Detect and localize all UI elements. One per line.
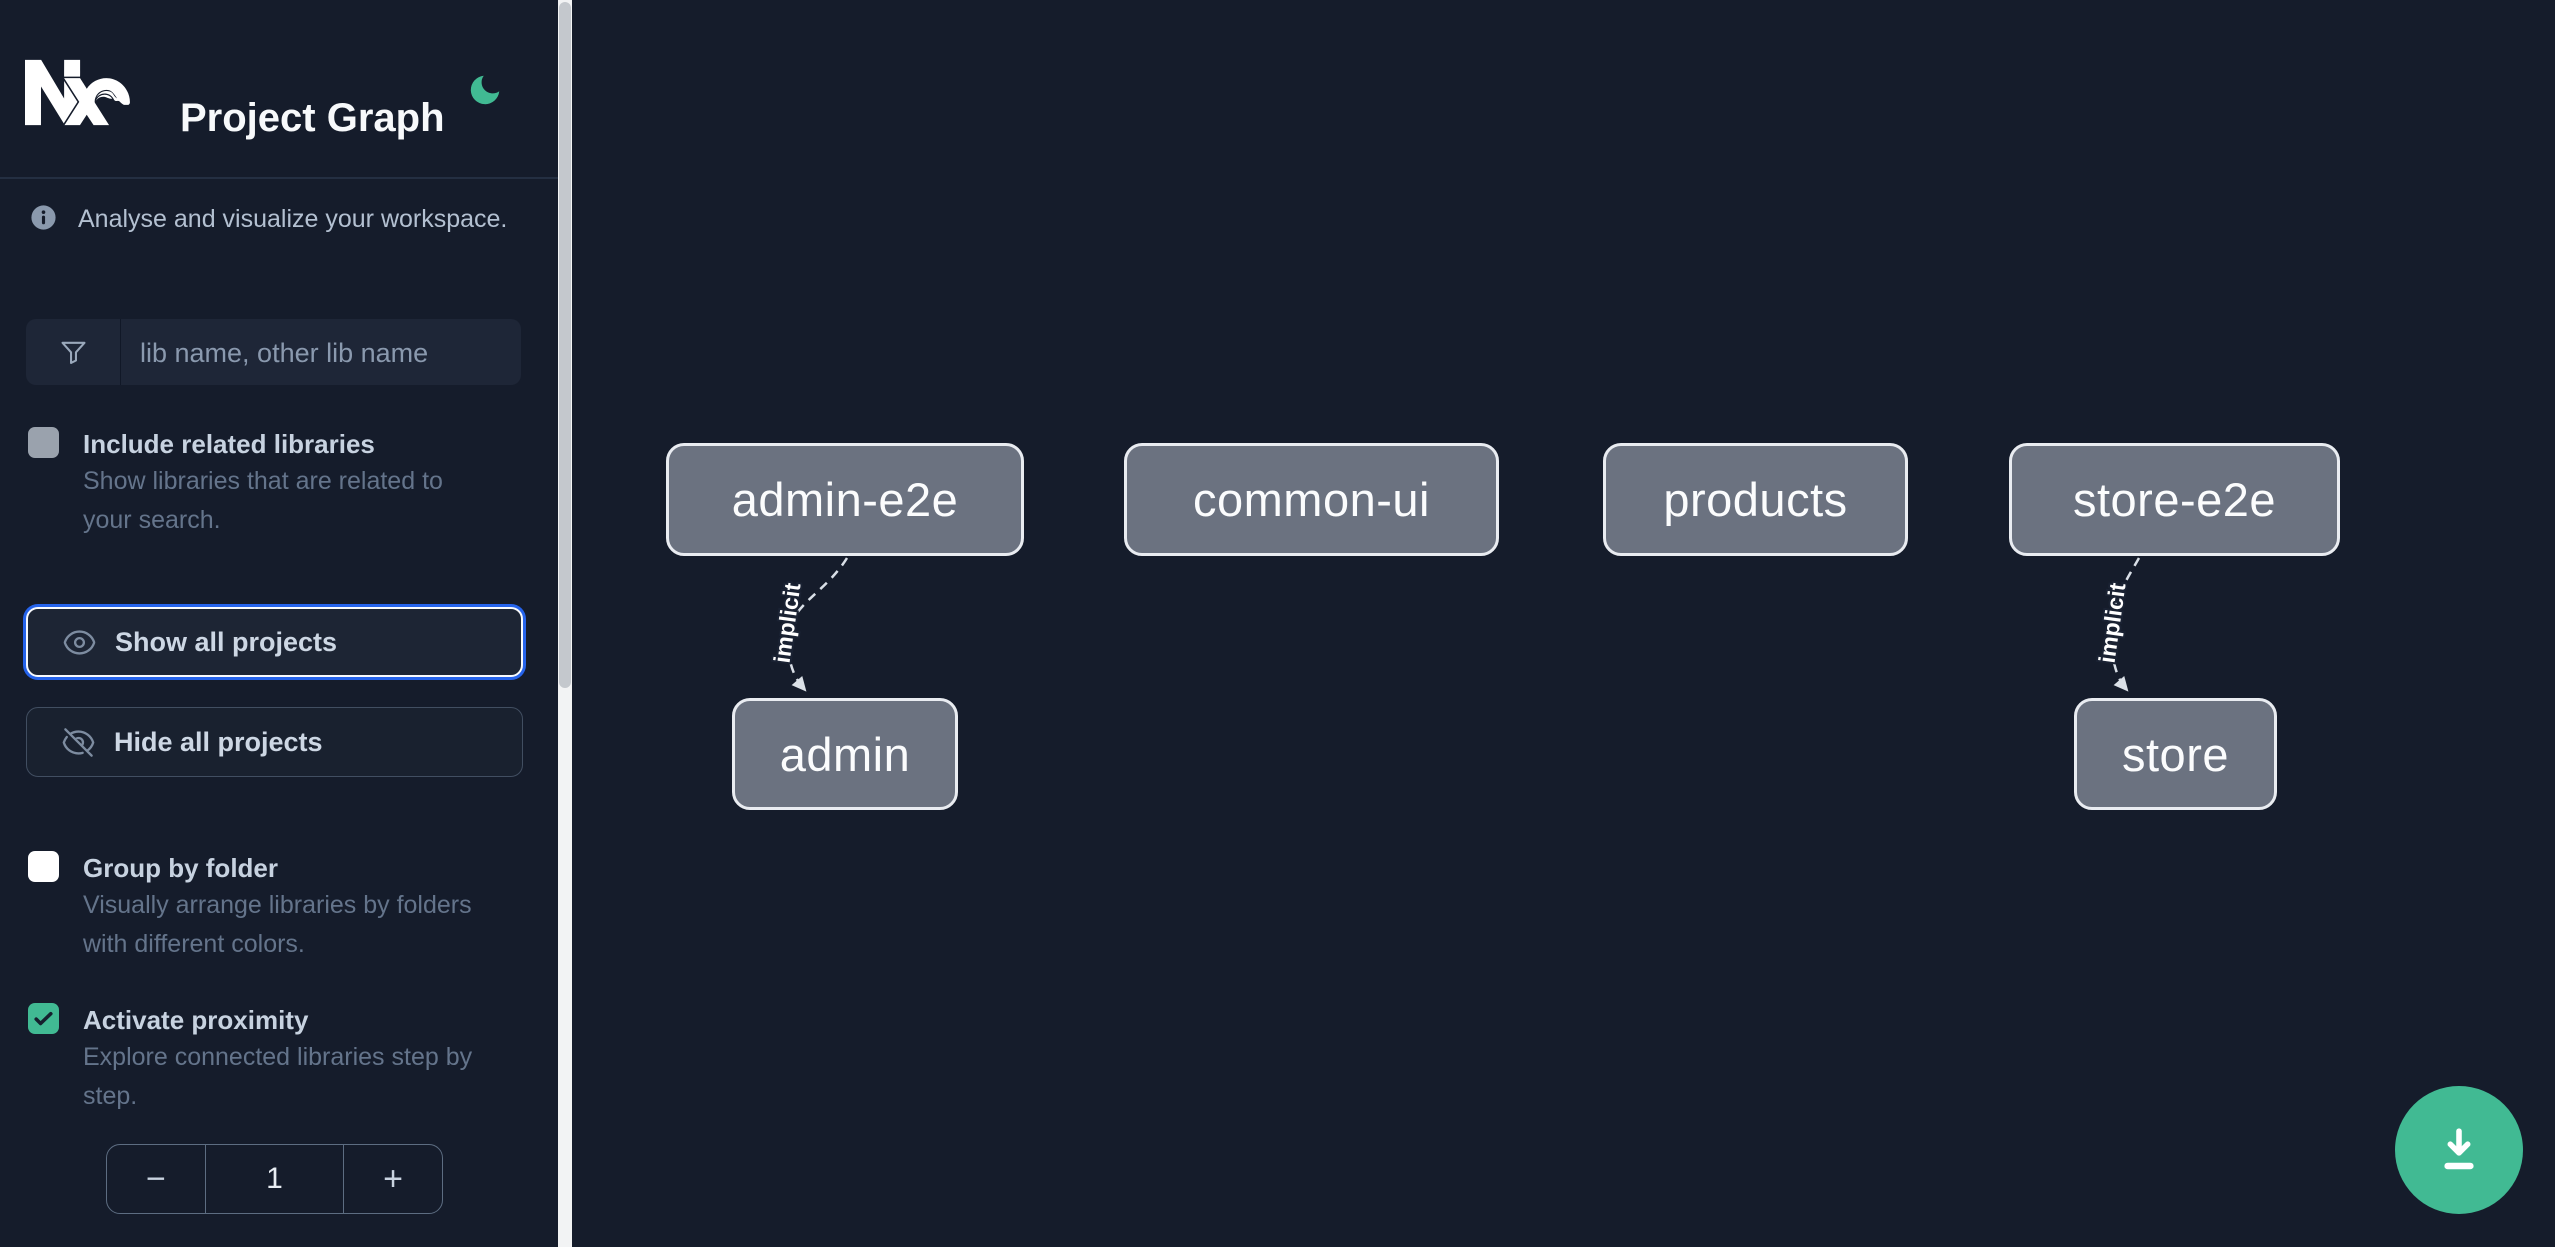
decrement-button[interactable]: − [107,1145,205,1213]
increment-button[interactable]: + [344,1145,442,1213]
hide-all-projects-label: Hide all projects [114,726,323,757]
include-related-checkbox[interactable] [28,427,59,458]
header-divider [0,177,558,179]
sidebar-scrollbar-thumb[interactable] [559,2,571,688]
eye-icon [63,629,96,655]
activate-proximity-description: Explore connected libraries step by step… [83,1043,473,1111]
proximity-depth-stepper: − 1 + [106,1144,443,1214]
hide-all-projects-button[interactable]: Hide all projects [26,707,523,777]
workspace-tagline: Analyse and visualize your workspace. [78,205,508,233]
group-by-folder-label[interactable]: Group by folder [83,853,278,883]
show-all-projects-label: Show all projects [115,626,338,657]
project-node-store-e2e[interactable]: store-e2e [2009,443,2340,556]
project-filter-box [26,319,521,387]
eye-slash-icon [62,727,95,757]
edge-store-e2e-to-store[interactable] [2109,557,2141,692]
moon-icon [466,71,506,109]
include-related-label[interactable]: Include related libraries [83,429,375,459]
dark-mode-toggle[interactable] [466,70,506,110]
download-graph-button[interactable] [2395,1086,2523,1214]
filter-projects-input[interactable] [138,319,502,387]
group-by-folder-checkbox[interactable] [28,851,59,882]
include-related-description: Show libraries that are related to your … [83,467,443,535]
checkmark-icon [34,1011,53,1026]
edge-admin-e2e-to-admin[interactable] [786,557,849,692]
edge-label-implicit: implicit [769,581,806,665]
show-all-projects-button[interactable]: Show all projects [26,607,523,677]
group-by-folder-description: Visually arrange libraries by folders wi… [83,891,472,959]
sidebar: Project Graph Analyse and visualize your… [0,0,558,1247]
project-node-admin[interactable]: admin [732,698,958,810]
funnel-icon [26,319,121,385]
project-node-store[interactable]: store [2074,698,2277,810]
info-icon [29,203,58,232]
activate-proximity-checkbox[interactable] [28,1003,59,1034]
nx-logo [25,40,130,145]
project-node-products[interactable]: products [1603,443,1908,556]
project-node-admin-e2e[interactable]: admin-e2e [666,443,1024,556]
project-node-common-ui[interactable]: common-ui [1124,443,1499,556]
activate-proximity-label[interactable]: Activate proximity [83,1005,309,1035]
proximity-depth-value[interactable]: 1 [204,1145,345,1213]
page-title: Project Graph [180,95,445,140]
download-icon [2430,1121,2488,1179]
